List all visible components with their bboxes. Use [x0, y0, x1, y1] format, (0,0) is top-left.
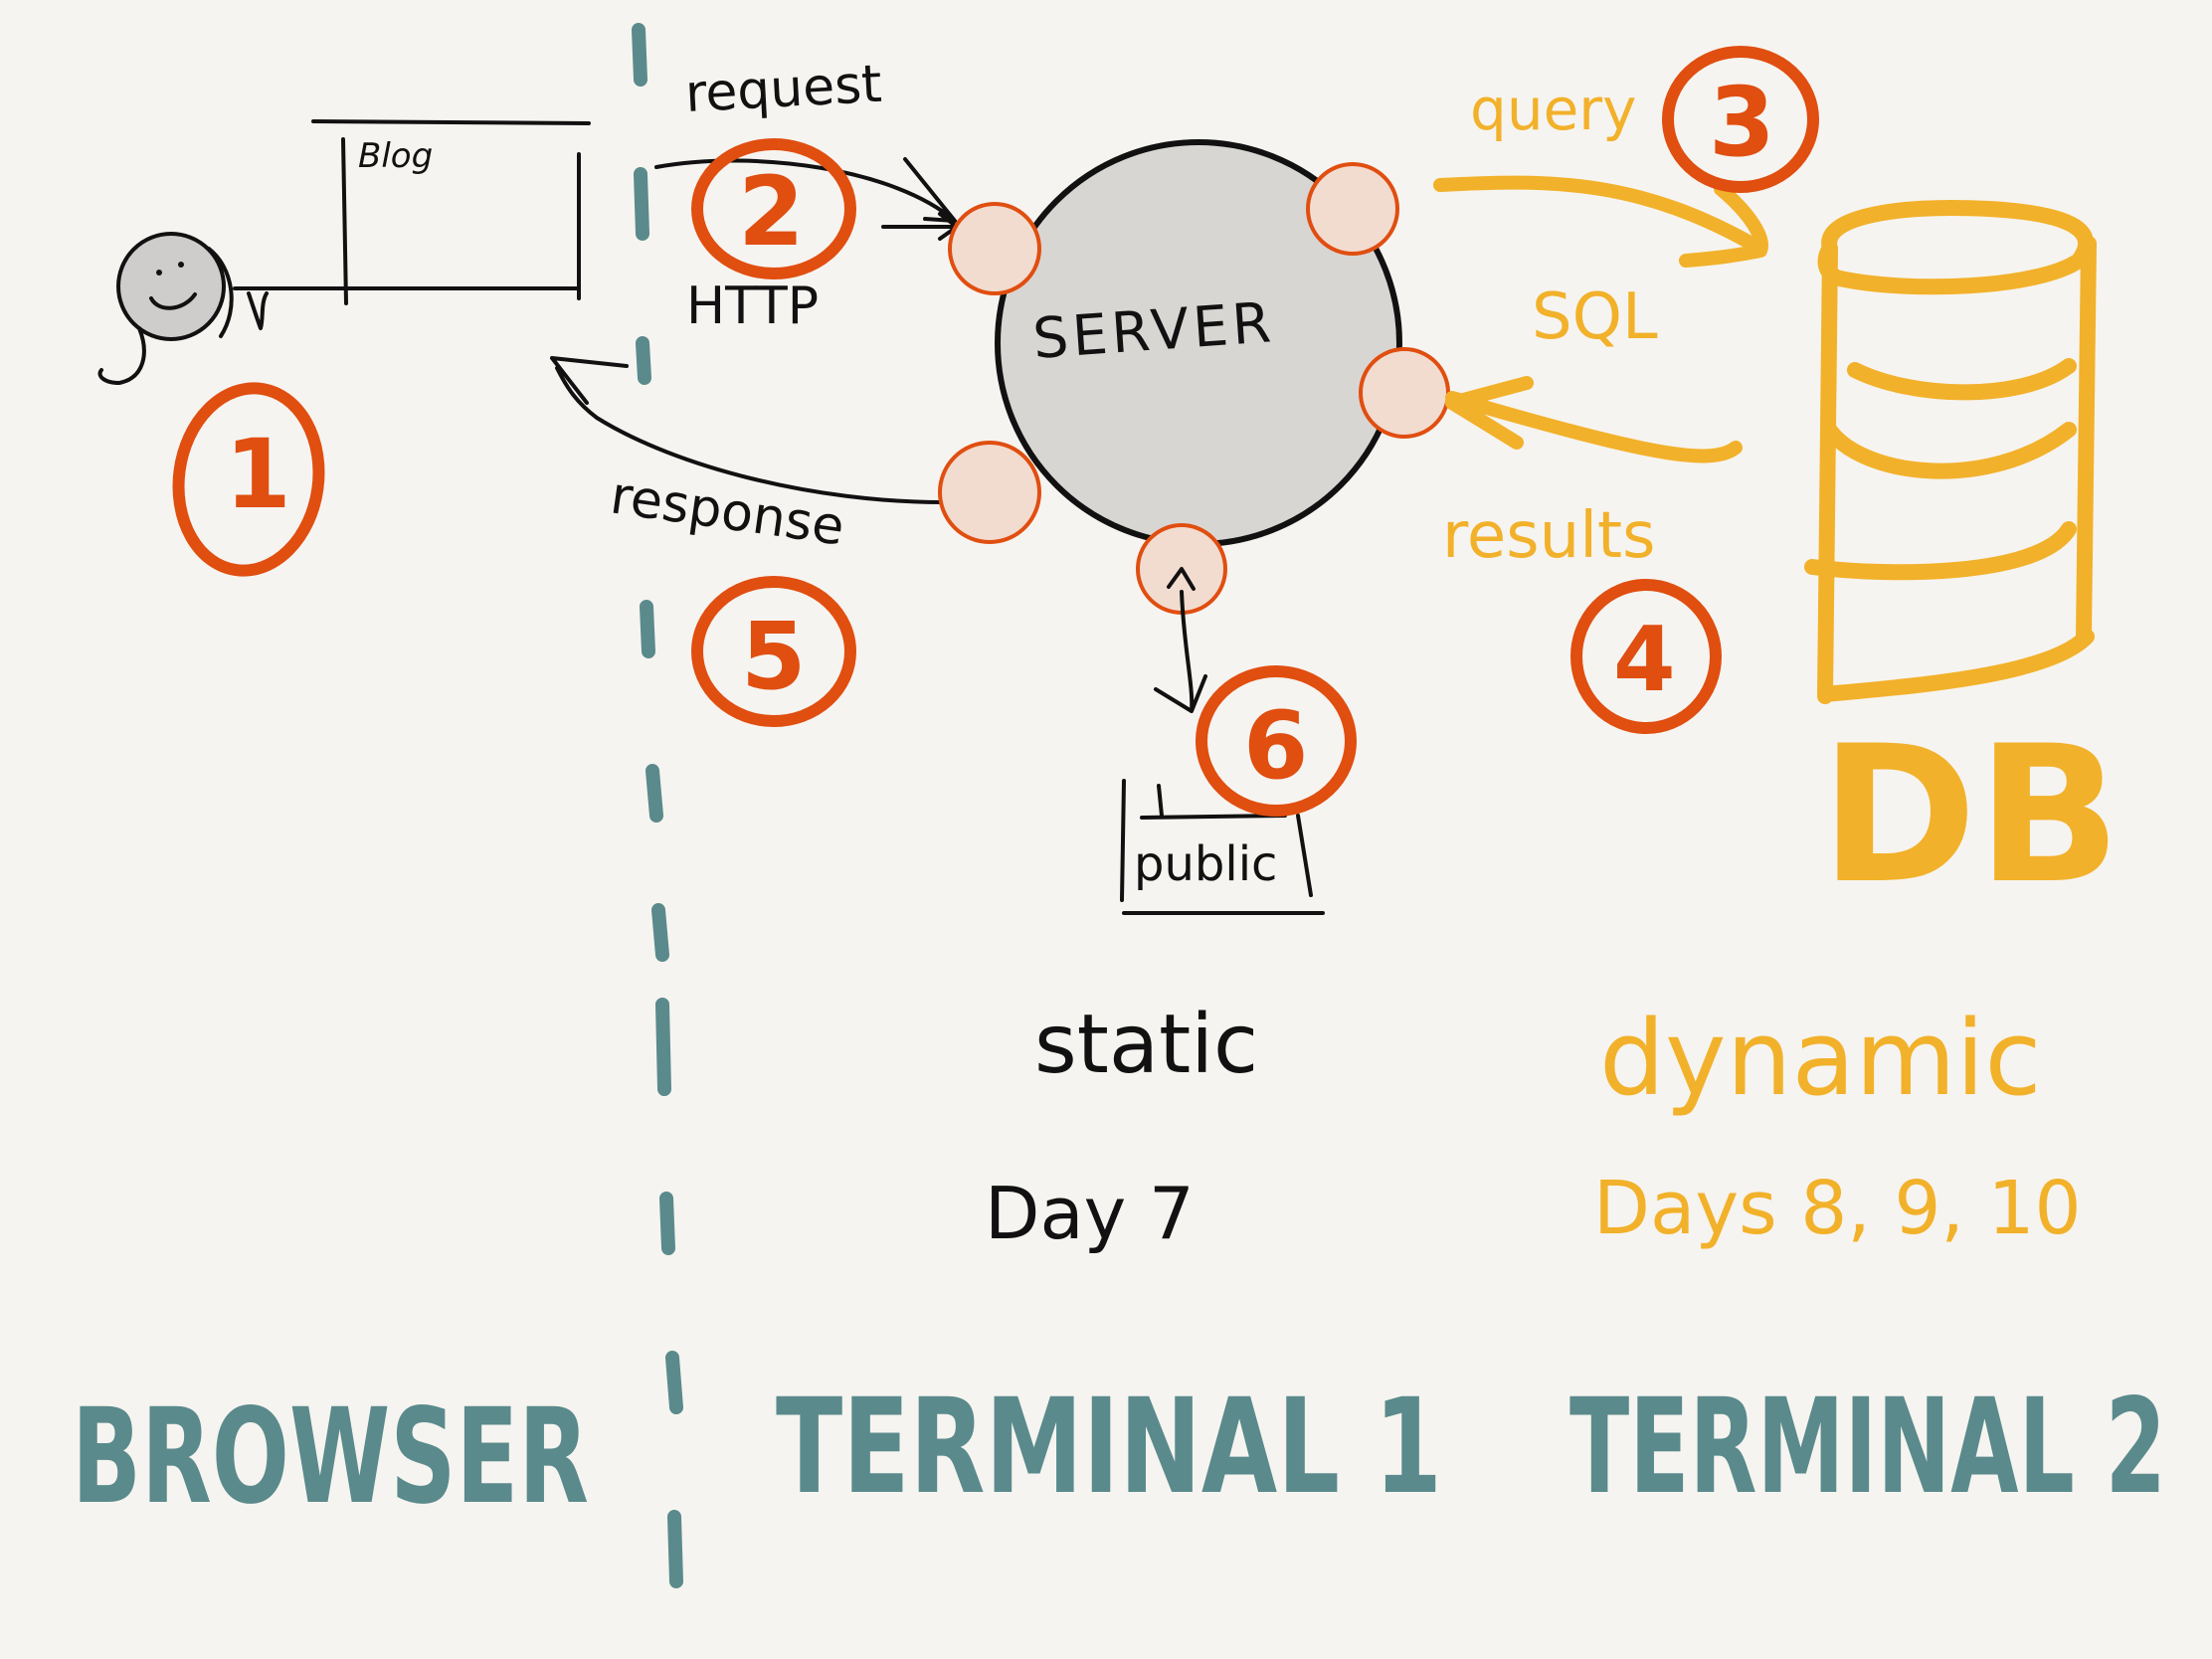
step-2-marker: 2 — [691, 138, 856, 279]
browser-window-title: Blog — [358, 136, 433, 176]
database-label: DB — [1820, 705, 2121, 925]
dynamic-label: dynamic — [1599, 998, 2042, 1119]
user-eye-right — [178, 262, 184, 268]
results-label: results — [1442, 499, 1655, 573]
svg-text:2: 2 — [738, 156, 805, 268]
svg-text:4: 4 — [1613, 608, 1676, 712]
section-divider — [632, 23, 683, 1588]
user-arm — [233, 286, 579, 330]
http-label: HTTP — [686, 276, 819, 336]
browser-window: Blog — [311, 119, 591, 305]
step-6-marker: 6 — [1196, 665, 1357, 817]
public-folder: public — [1120, 779, 1325, 915]
user-figure — [97, 232, 579, 385]
port-query — [1306, 162, 1399, 256]
query-arrow — [1433, 175, 1768, 268]
user-eye-left — [156, 270, 162, 276]
static-label: static — [1034, 998, 1258, 1092]
day7-label: Day 7 — [985, 1172, 1195, 1255]
step-4-marker: 4 — [1570, 579, 1722, 734]
step-5-marker: 5 — [691, 576, 856, 727]
browser-section-label: BROWSER — [72, 1381, 589, 1534]
results-arrow — [1445, 376, 1743, 463]
svg-text:3: 3 — [1709, 67, 1775, 178]
port-response — [938, 441, 1041, 544]
database-cylinder — [1804, 200, 2097, 704]
request-arrow-lower — [881, 212, 959, 241]
sql-label: SQL — [1532, 280, 1658, 354]
server-node: SERVER — [995, 139, 1402, 547]
user-head — [116, 232, 226, 341]
days-label: Days 8, 9, 10 — [1593, 1166, 2082, 1251]
port-results — [1359, 347, 1450, 439]
public-folder-label: public — [1134, 836, 1277, 892]
response-label: response — [607, 465, 847, 557]
user-smile — [149, 292, 197, 310]
port-request — [948, 202, 1041, 295]
svg-text:6: 6 — [1243, 692, 1308, 801]
terminal1-section-label: TERMINAL 1 — [776, 1371, 1442, 1524]
query-label: query — [1470, 76, 1636, 143]
step-3-marker: 3 — [1662, 46, 1819, 193]
request-arrow-upper — [654, 157, 957, 223]
step-1-marker: 1 — [172, 382, 325, 577]
response-arrow — [550, 356, 945, 504]
request-label: request — [684, 55, 884, 124]
user-hair-curl — [97, 247, 234, 385]
terminal2-section-label: TERMINAL 2 — [1569, 1371, 2166, 1524]
svg-text:1: 1 — [225, 419, 291, 530]
step-markers: 1 2 3 4 5 6 — [172, 46, 1819, 817]
public-link-arrow — [1154, 567, 1207, 713]
svg-text:5: 5 — [741, 603, 806, 711]
